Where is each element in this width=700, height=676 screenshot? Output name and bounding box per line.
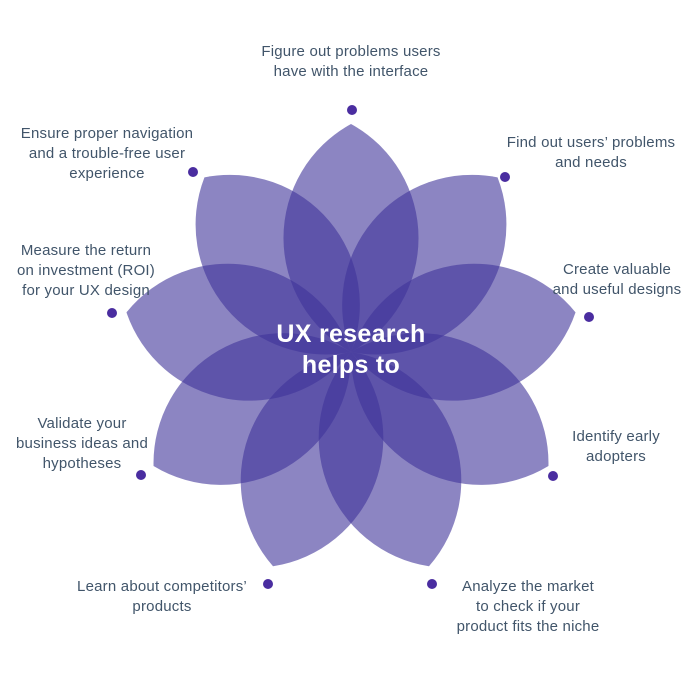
label-learn-competitors: Learn about competitors’ products — [77, 578, 247, 615]
center-title: UX research helps to — [276, 320, 426, 379]
bullet-dot — [584, 312, 594, 322]
bullet-dot — [500, 172, 510, 182]
bullet-dot — [136, 470, 146, 480]
label-figure-out-problems: Figure out problems users have with the … — [261, 43, 441, 80]
label-ensure-navigation: Ensure proper navigation and a trouble-f… — [20, 125, 194, 182]
bullet-dot — [107, 308, 117, 318]
label-create-designs: Create valuable and useful designs — [552, 261, 682, 298]
label-find-out-problems: Find out users’ problems and needs — [506, 134, 676, 171]
label-analyze-market: Analyze the market to check if your prod… — [456, 578, 600, 635]
bullet-dot-group — [107, 105, 594, 589]
bullet-dot — [188, 167, 198, 177]
bullet-dot — [548, 471, 558, 481]
label-identify-adopters: Identify early adopters — [572, 428, 660, 465]
label-measure-roi: Measure the return on investment (ROI) f… — [16, 242, 155, 299]
bullet-dot — [347, 105, 357, 115]
label-validate-ideas: Validate your business ideas and hypothe… — [15, 415, 149, 472]
petal-group — [126, 124, 576, 567]
bullet-dot — [427, 579, 437, 589]
bullet-dot — [263, 579, 273, 589]
petal — [195, 174, 360, 355]
